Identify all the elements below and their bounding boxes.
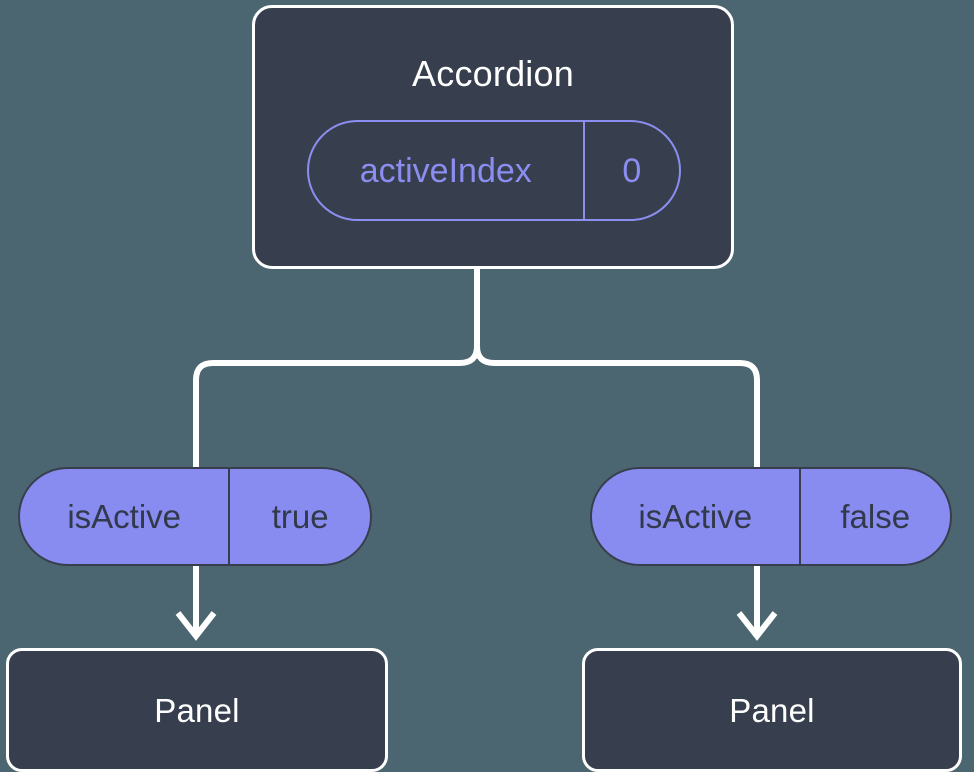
- prop-pill-left-key: isActive: [67, 498, 182, 535]
- panel-node-left-label: Panel: [154, 691, 240, 729]
- prop-pill-left-value: true: [228, 469, 370, 564]
- prop-pill-left[interactable]: isActive true: [18, 467, 372, 566]
- trunk-branch-left: [193, 345, 480, 467]
- arrow-head-left-icon: [175, 611, 217, 641]
- accordion-state-key: activeIndex: [359, 151, 532, 190]
- accordion-node-label: Accordion: [412, 53, 574, 94]
- panel-node-right-label: Panel: [729, 691, 815, 729]
- prop-pill-right[interactable]: isActive false: [590, 467, 952, 566]
- prop-pill-right-value: false: [798, 469, 950, 564]
- prop-pill-right-key: isActive: [638, 498, 753, 535]
- accordion-state-pill[interactable]: activeIndex 0: [307, 120, 681, 221]
- accordion-state-value: 0: [582, 122, 679, 219]
- panel-node-left[interactable]: Panel: [6, 648, 388, 772]
- panel-node-right[interactable]: Panel: [582, 648, 962, 772]
- trunk-branch-right: [474, 345, 760, 467]
- arrow-head-right-icon: [736, 611, 778, 641]
